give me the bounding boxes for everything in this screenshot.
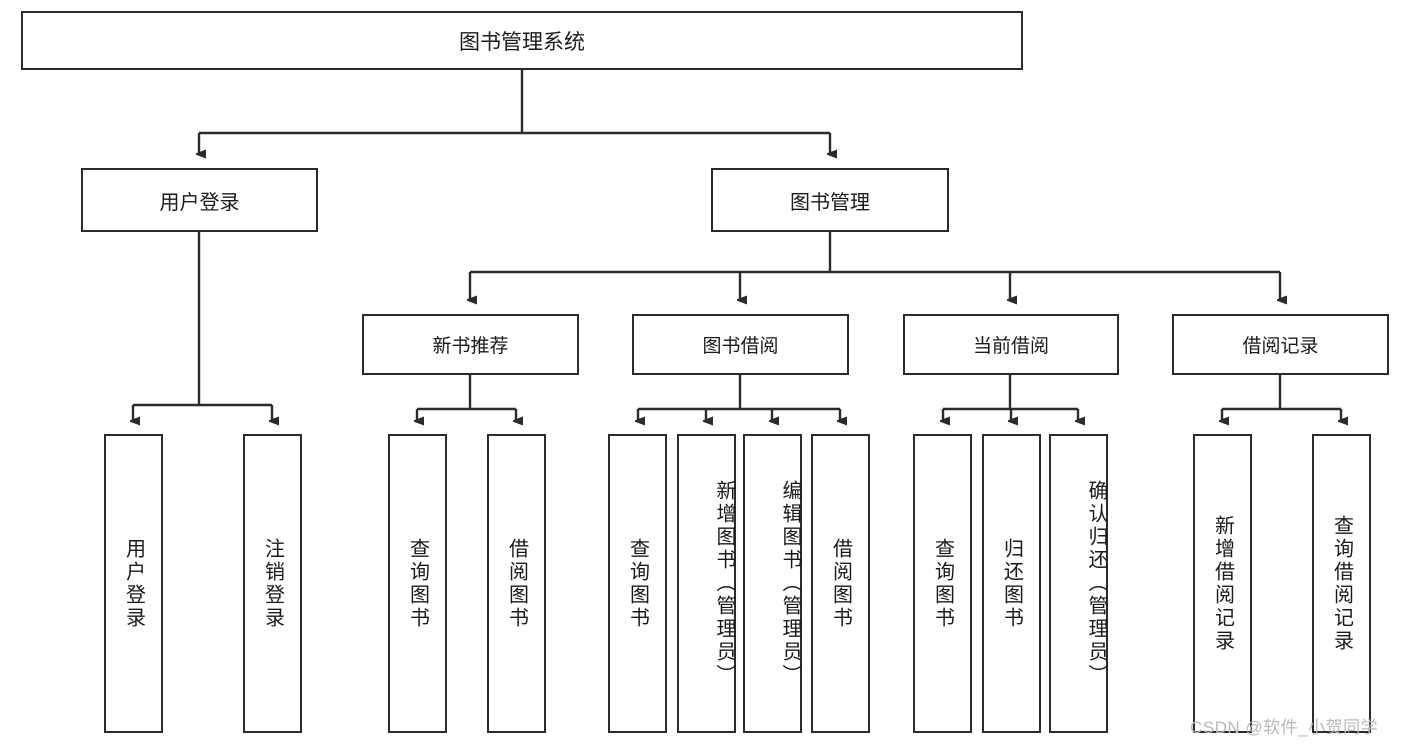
leaf-borrow-record-query[interactable]: 查询借阅记录 <box>1312 434 1371 733</box>
leaf-user-login-login[interactable]: 用户登录 <box>104 434 163 733</box>
leaf-borrow-record-add[interactable]: 新增借阅记录 <box>1193 434 1252 733</box>
leaf-user-login-logout[interactable]: 注销登录 <box>243 434 302 733</box>
node-book-borrow[interactable]: 图书借阅 <box>632 314 849 375</box>
node-book-management[interactable]: 图书管理 <box>711 168 949 232</box>
leaf-current-borrow-return[interactable]: 归还图书 <box>982 434 1041 733</box>
leaf-book-borrow-add-admin[interactable]: 新增图书（管理员） <box>677 434 736 733</box>
node-borrow-record[interactable]: 借阅记录 <box>1172 314 1389 375</box>
leaf-new-book-query[interactable]: 查询图书 <box>388 434 447 733</box>
leaf-book-borrow-edit-admin[interactable]: 编辑图书（管理员） <box>743 434 802 733</box>
leaf-new-book-borrow[interactable]: 借阅图书 <box>487 434 546 733</box>
csdn-watermark: CSDN @软件_小贺同学 <box>1190 718 1379 737</box>
leaf-current-borrow-query[interactable]: 查询图书 <box>913 434 972 733</box>
leaf-book-borrow-borrow[interactable]: 借阅图书 <box>811 434 870 733</box>
leaf-current-borrow-confirm-admin[interactable]: 确认归还（管理员） <box>1049 434 1108 733</box>
node-new-book-recommend[interactable]: 新书推荐 <box>362 314 579 375</box>
leaf-book-borrow-query[interactable]: 查询图书 <box>608 434 667 733</box>
node-root-system[interactable]: 图书管理系统 <box>21 11 1023 70</box>
node-user-login[interactable]: 用户登录 <box>81 168 318 232</box>
node-current-borrow[interactable]: 当前借阅 <box>903 314 1119 375</box>
